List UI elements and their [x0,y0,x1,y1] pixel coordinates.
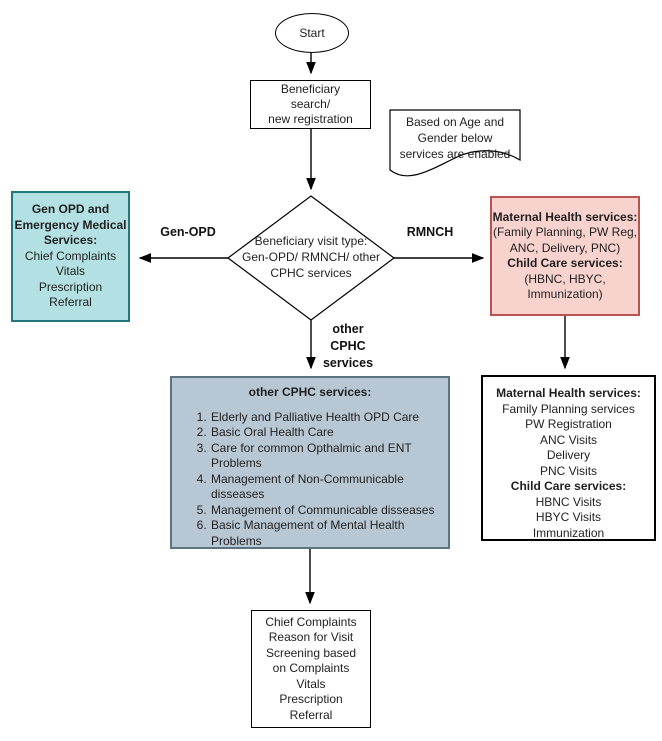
rmnch-line: (HBNC, HBYC, [524,271,606,286]
note-document: Based on Age and Gender below services a… [392,114,518,162]
note-line: Gender below [417,131,493,145]
edge-label-other-cphc: other CPHC services [322,322,374,370]
maternal-item: PNC Visits [539,463,598,478]
rmnch-line: (Family Planning, PW Reg, [492,225,638,239]
childcare-item: HBNC Visits [535,494,602,509]
childcare-item: Immunization [532,525,605,540]
gen-opd-item: Referral [49,295,92,310]
visit-step: Vitals [296,676,326,691]
other-cphc-item: Basic Management of Mental Health Proble… [210,518,438,549]
registration-node: Beneficiary search/ new registration [250,80,371,129]
childcare-item: HBYC Visits [535,510,602,524]
maternal-heading: Maternal Health services: [496,386,641,400]
visit-step: on Complaints [272,661,350,676]
registration-line: Beneficiary [280,82,341,96]
visit-step: Reason for Visit [268,630,354,645]
registration-line: search/ [290,97,331,111]
other-cphc-item: Management of Communicable disseases [210,503,438,519]
rmnch-heading: Maternal Health services: [492,209,638,224]
other-cphc-item: Care for common Opthalmic and ENT Proble… [210,441,438,472]
maternal-item: Family Planning services [502,401,635,416]
childcare-heading: Child Care services: [510,479,627,493]
visit-step: Screening based [265,645,357,660]
other-cphc-item: Basic Oral Health Care [210,425,438,441]
other-cphc-item: Elderly and Palliative Health OPD Care [210,410,438,426]
decision-line: Beneficiary visit type: [254,234,368,248]
gen-opd-heading: Gen OPD and [31,202,110,217]
decision-line: Gen-OPD/ RMNCH/ other [241,250,381,264]
rmnch-heading: Child Care services: [507,256,623,270]
note-line: services are enabled [399,147,511,161]
edge-label-rmnch: RMNCH [406,225,454,239]
gen-opd-item: Chief Complaints [24,248,117,263]
gen-opd-item: Prescription [38,279,103,294]
other-cphc-list: Elderly and Palliative Health OPD Care B… [172,410,438,550]
maternal-item: ANC Visits [539,432,598,447]
gen-opd-box: Gen OPD and Emergency Medical Services: … [11,191,130,322]
start-node: Start [275,13,349,53]
other-cphc-item: Management of Non-Communicable disseases [210,472,438,503]
maternal-services-box: Maternal Health services: Family Plannin… [481,375,656,541]
gen-opd-heading: Services: [43,233,98,248]
start-label: Start [299,26,325,40]
registration-line: new registration [268,112,353,126]
edge-label-gen-opd: Gen-OPD [160,225,216,239]
rmnch-line: ANC, Delivery, PNC) [509,240,621,255]
other-cphc-box: other CPHC services: Elderly and Palliat… [170,376,450,549]
other-cphc-title: other CPHC services: [248,385,372,399]
note-line: Based on Age and [405,115,505,129]
maternal-item: PW Registration [525,417,612,431]
decision-line: CPHC services [270,266,352,280]
visit-steps-box: Chief Complaints Reason for Visit Screen… [251,610,371,728]
maternal-item: Delivery [546,448,591,462]
gen-opd-heading: Emergency Medical [14,217,127,232]
visit-step: Prescription [279,692,343,707]
visit-step: Chief Complaints [265,614,357,629]
gen-opd-item: Vitals [55,264,86,279]
visit-step: Referral [289,707,333,722]
decision-diamond: Beneficiary visit type: Gen-OPD/ RMNCH/ … [230,233,392,281]
rmnch-box: Maternal Health services: (Family Planni… [490,196,640,316]
rmnch-line: Immunization) [527,287,603,301]
